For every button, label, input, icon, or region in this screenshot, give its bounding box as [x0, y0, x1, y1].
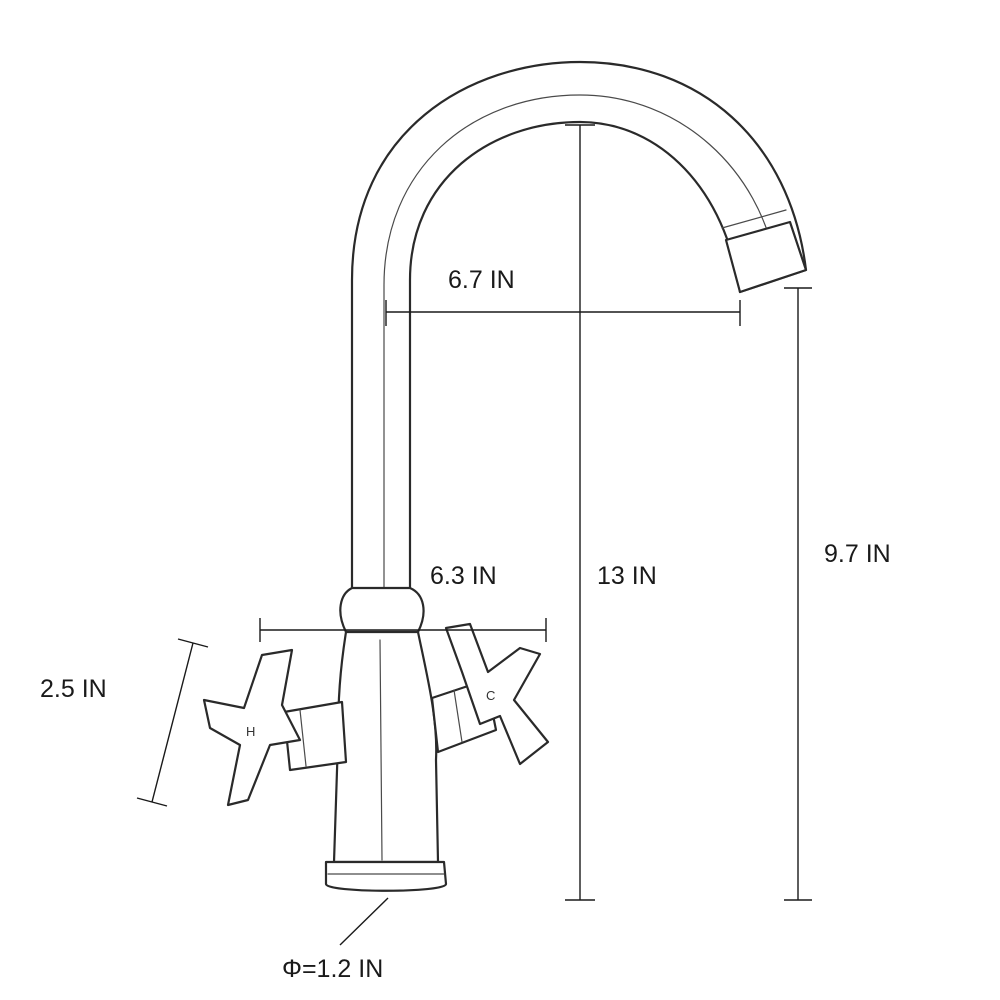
base-diameter-leader: [339, 897, 389, 946]
cold-valve-stem-ring: [453, 689, 463, 743]
spout-collar: [339, 586, 425, 634]
spout-height-dim-label: 9.7 IN: [824, 540, 891, 568]
cold-mark: C: [486, 688, 495, 703]
faucet-illustration: H C: [202, 60, 808, 892]
handle-height-dim-label: 2.5 IN: [40, 675, 107, 703]
height-dim-label: 13 IN: [597, 562, 657, 590]
spout-aerator-ring: [721, 209, 787, 229]
dimension-lines: 6.7 IN 13 IN 9.7 IN 6.3 IN 2.5 IN Φ=1.2 …: [40, 124, 891, 983]
hot-valve: H: [202, 648, 348, 807]
spout-aerator: [724, 220, 808, 294]
faucet-base: [324, 860, 448, 892]
reach-dim-label: 6.7 IN: [448, 266, 515, 294]
hot-valve-stem-ring: [299, 709, 307, 767]
handle-height-dim-line: [151, 642, 194, 803]
hot-valve-stem: [282, 700, 348, 772]
base-diameter-label: Φ=1.2 IN: [282, 955, 383, 983]
spout-tube: [350, 60, 808, 594]
hot-mark: H: [246, 724, 255, 739]
spout-inner-line: [383, 94, 777, 591]
faucet-body: [332, 630, 440, 864]
hot-handle-cross: [202, 648, 302, 807]
handle-height-dim-tick-bottom: [136, 797, 168, 807]
handle-height-dim-tick-top: [177, 638, 209, 648]
cold-handle-cross: [444, 622, 550, 766]
faucet-body-highlight: [379, 639, 383, 861]
cold-valve: C: [430, 622, 550, 766]
handle-span-dim-label: 6.3 IN: [430, 562, 497, 590]
